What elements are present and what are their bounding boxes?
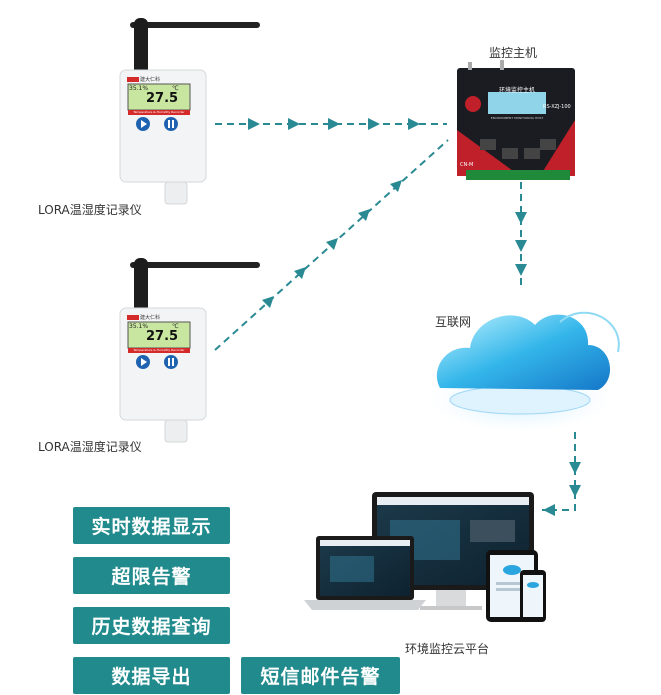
cloud-shape <box>436 314 611 390</box>
lora-recorder-device-2 <box>119 258 260 443</box>
antenna-1a <box>130 22 260 28</box>
recorder2-humidity: 35.1% <box>129 323 149 330</box>
monitor-stand <box>420 606 482 610</box>
cloud-platform-devices <box>304 492 546 622</box>
monitoring-host-device <box>457 60 575 180</box>
phone-screen <box>523 575 543 617</box>
recorder1-temp-unit: ℃ <box>172 85 179 92</box>
lora-recorder-device-1 <box>119 18 260 205</box>
arrowhead-icon <box>358 209 370 221</box>
host-label: 监控主机 <box>489 46 538 60</box>
recorder1-label: LORA温湿度记录仪 <box>38 203 142 217</box>
monitor-neck <box>436 590 466 606</box>
arrowhead-icon <box>326 238 338 250</box>
arrowhead-icon <box>515 240 527 252</box>
recorder-mount-1 <box>164 181 188 205</box>
laptop-content <box>330 556 374 582</box>
recorder1-humidity: 35.1% <box>129 85 149 92</box>
arrowhead-icon <box>328 118 340 130</box>
host-key <box>480 139 496 150</box>
laptop-topbar <box>320 540 410 546</box>
pause-glyph-icon <box>168 358 170 366</box>
host-key <box>502 148 518 159</box>
monitor-panel <box>470 520 515 542</box>
host-screen-title: 环境监控主机 <box>498 87 535 94</box>
antenna-2a <box>130 262 260 268</box>
arrowhead-icon <box>262 296 274 308</box>
recorder2-brand: 建大仁科 <box>140 315 161 321</box>
arrowhead-icon <box>390 180 402 192</box>
phone-cloud-icon <box>527 582 539 588</box>
arrowhead-icon <box>515 264 527 276</box>
recorder2-subtitle: Temperature & Humidity Recorder <box>133 348 185 352</box>
recorder2-temp-unit: ℃ <box>172 323 179 330</box>
arrowhead-icon <box>248 118 260 130</box>
feature-realtime-display: 实时数据显示 <box>73 507 230 544</box>
arrowhead-icon <box>294 267 306 279</box>
pause-glyph-icon <box>168 120 170 128</box>
monitor-topbar <box>377 497 529 505</box>
recorder-mount-2 <box>164 419 188 443</box>
host-red-accent-left <box>457 130 520 176</box>
laptop-base <box>304 600 426 610</box>
brand-logo-icon <box>127 77 139 82</box>
pause-glyph-icon <box>172 358 174 366</box>
play-glyph-icon <box>141 358 147 366</box>
host-port-label: CN-M <box>460 162 474 168</box>
antenna-2b <box>134 258 148 316</box>
feature-data-export: 数据导出 <box>73 657 230 694</box>
arrowhead-icon <box>368 118 380 130</box>
arrowhead-icon <box>569 485 581 497</box>
cloud-ring <box>449 385 591 415</box>
brand-logo-icon <box>127 315 139 320</box>
host-terminal-strip <box>466 170 570 180</box>
antenna-1b <box>134 18 148 76</box>
pause-button-icon <box>164 355 178 369</box>
recorder1-temperature: 27.5 <box>146 91 179 106</box>
host-model: RS-XZJ-100 <box>543 104 571 110</box>
arrowhead-icon <box>288 118 300 130</box>
cloud-platform-label: 环境监控云平台 <box>405 642 490 656</box>
pause-button-icon <box>164 117 178 131</box>
recorder-lcd-2 <box>127 321 191 349</box>
cloud-swirl <box>559 311 620 353</box>
tablet-cloud-icon <box>503 565 521 575</box>
arrowhead-icon <box>515 212 527 224</box>
recorder1-brand: 建大仁科 <box>140 77 161 83</box>
feature-overlimit-alarm: 超限告警 <box>73 557 230 594</box>
host-red-accent-right <box>540 120 575 176</box>
recorder-banner-1 <box>128 110 190 115</box>
tablet-line <box>496 588 528 591</box>
host-logo-icon <box>465 96 481 112</box>
pause-glyph-icon <box>172 120 174 128</box>
host-subtitle: ENVIRONMENT MONITORING HOST <box>490 116 544 120</box>
internet-cloud-icon <box>428 311 620 432</box>
arrowhead-icon <box>543 504 555 516</box>
internet-label: 互联网 <box>435 315 472 329</box>
play-glyph-icon <box>141 120 147 128</box>
feature-history-query: 历史数据查询 <box>73 607 230 644</box>
recorder1-subtitle: Temperature & Humidity Recorder <box>133 110 185 114</box>
recorder2-temperature: 27.5 <box>146 329 179 344</box>
arrowhead-icon <box>569 462 581 474</box>
host-connector <box>468 62 472 70</box>
arrowhead-icon <box>408 118 420 130</box>
recorder2-label: LORA温湿度记录仪 <box>38 440 142 454</box>
arrow-heads <box>248 118 581 516</box>
tablet-line <box>496 582 528 585</box>
host-key <box>540 139 556 150</box>
host-screen <box>488 92 546 114</box>
arrow-internet-to-cloud <box>542 432 576 511</box>
feature-sms-email-alarm: 短信邮件告警 <box>241 657 400 694</box>
host-key <box>524 148 540 159</box>
host-connector <box>500 60 504 70</box>
recorder-banner-2 <box>128 348 190 353</box>
